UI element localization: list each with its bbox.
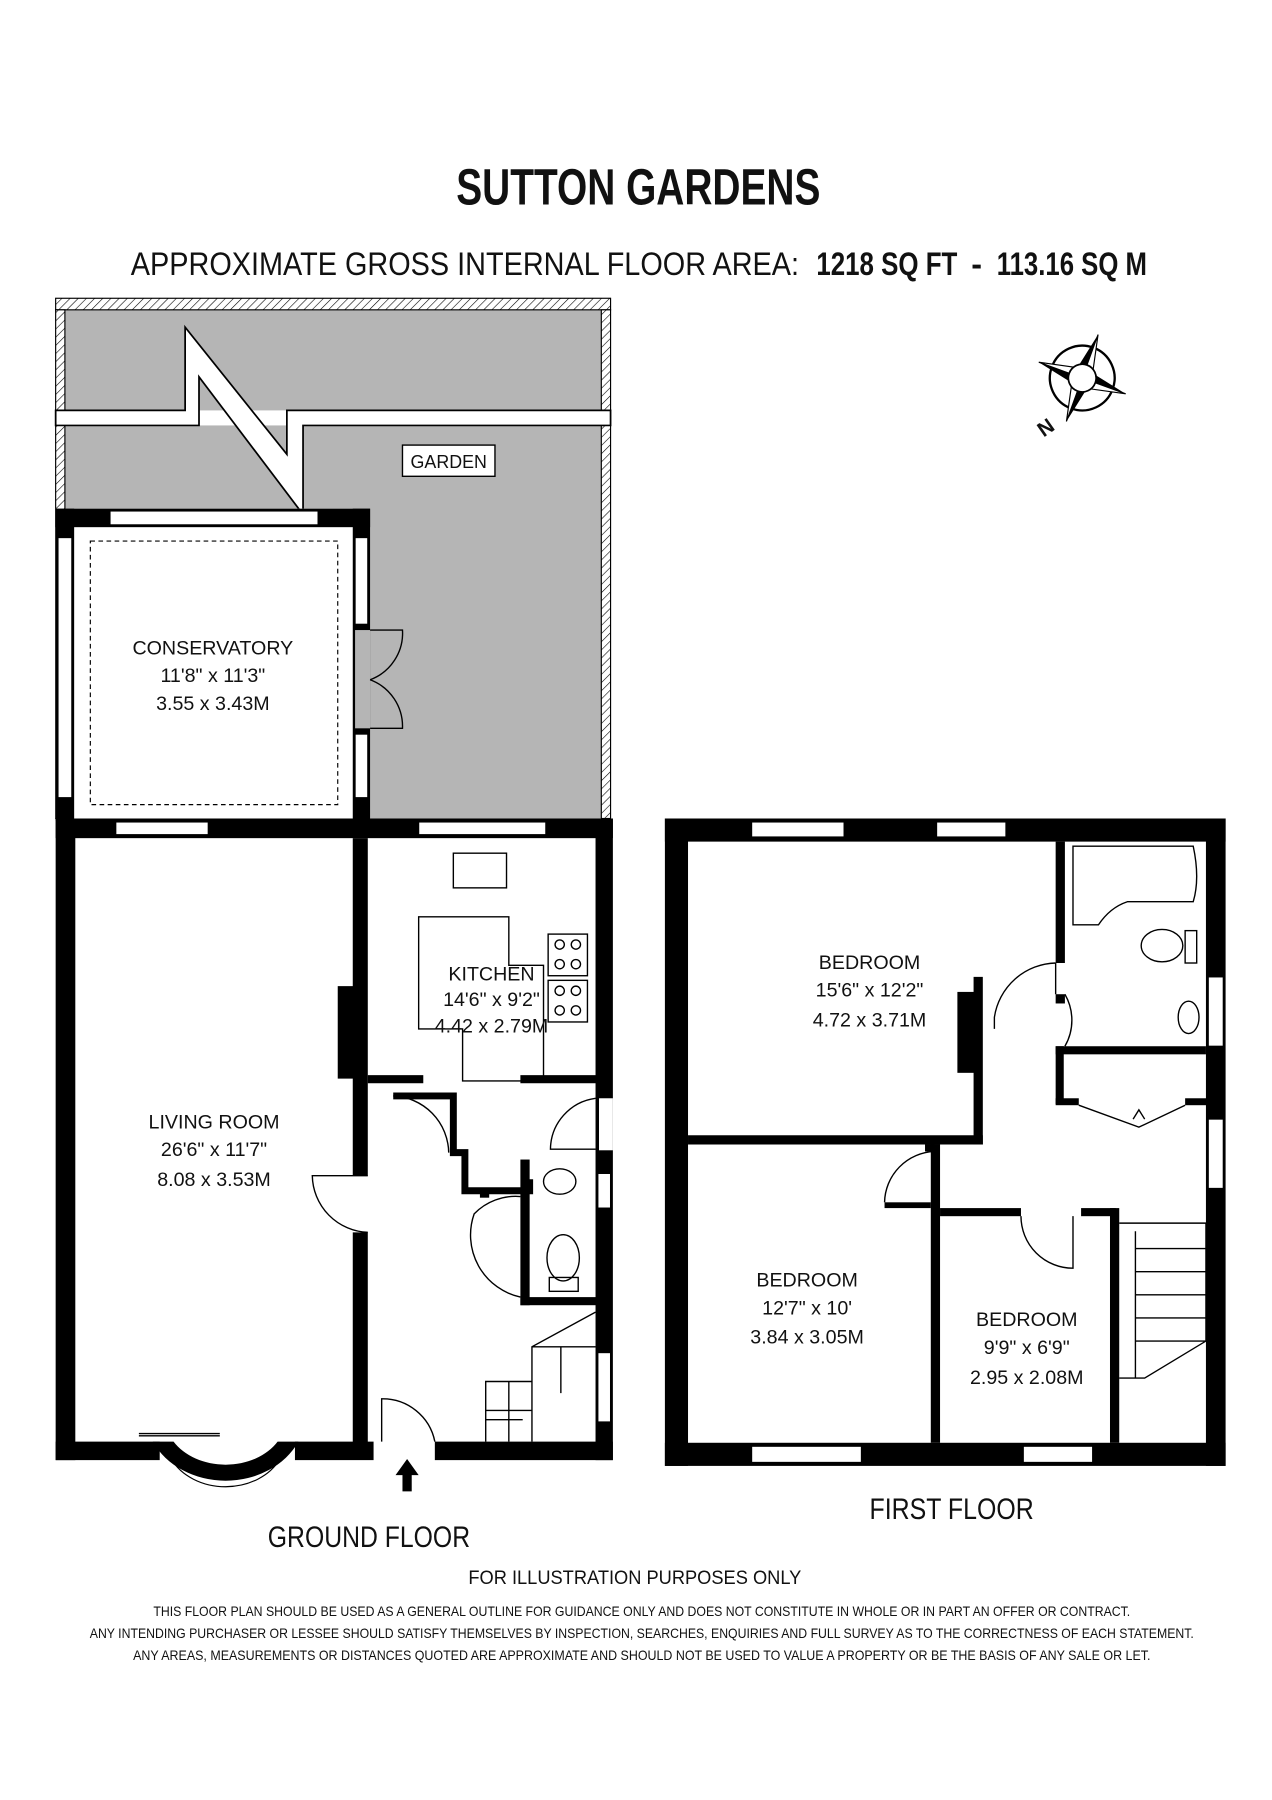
- disclaimer-line: ANY AREAS, MEASUREMENTS OR DISTANCES QUO…: [133, 1647, 1150, 1663]
- room-name: BEDROOM: [976, 1309, 1077, 1331]
- room-size-metric: 8.08 x 3.53M: [157, 1169, 271, 1191]
- first-floor-plan: [664, 818, 1226, 1466]
- floor-area-sqm: 113.16 SQ M: [997, 246, 1147, 282]
- floor-area: APPROXIMATE GROSS INTERNAL FLOOR AREA: 1…: [131, 246, 1147, 282]
- room-size-imperial: 11'8" x 11'3": [160, 665, 265, 687]
- floor-area-label: APPROXIMATE GROSS INTERNAL FLOOR AREA:: [131, 246, 799, 282]
- room-kitchen: KITCHEN 14'6" x 9'2" 4.42 x 2.79M: [435, 963, 549, 1037]
- room-size-imperial: 14'6" x 9'2": [443, 989, 540, 1011]
- sink-icon: [452, 852, 508, 889]
- floor-area-sqft: 1218 SQ FT: [816, 246, 957, 282]
- door-swing-icon: [1020, 1216, 1074, 1269]
- hob-icon: [547, 933, 589, 977]
- ground-floor-fixtures: [138, 852, 596, 1442]
- door-swing-icon: [393, 1095, 450, 1153]
- door-swing-icon: [993, 962, 1057, 1029]
- cupboard-door-icon: [1078, 1104, 1186, 1128]
- disclaimer-line: THIS FLOOR PLAN SHOULD BE USED AS A GENE…: [153, 1603, 1130, 1619]
- room-name: CONSERVATORY: [132, 637, 293, 659]
- room-name: BEDROOM: [756, 1270, 857, 1292]
- room-size-metric: 3.84 x 3.05M: [750, 1326, 864, 1348]
- first-floor-label: FIRST FLOOR: [870, 1493, 1034, 1526]
- disclaimer-line: ANY INTENDING PURCHASER OR LESSEE SHOULD…: [90, 1625, 1194, 1641]
- room-size-imperial: 26'6" x 11'7": [161, 1139, 267, 1161]
- door-swing-icon: [1064, 993, 1073, 1047]
- compass-north-label: N: [1033, 414, 1059, 441]
- room-living-room: LIVING ROOM 26'6" x 11'7" 8.08 x 3.53M: [149, 1111, 280, 1191]
- toilet-icon: [546, 1233, 581, 1282]
- compass-icon: [1038, 334, 1126, 422]
- entrance-arrow-icon: [395, 1458, 419, 1492]
- room-size-imperial: 9'9" x 6'9": [984, 1337, 1070, 1359]
- room-name: LIVING ROOM: [149, 1111, 280, 1133]
- room-size-metric: 4.72 x 3.71M: [813, 1010, 927, 1032]
- french-door-icon: [369, 629, 404, 730]
- basin-icon: [1177, 1000, 1200, 1035]
- ground-floor-label: GROUND FLOOR: [268, 1521, 470, 1554]
- room-size-imperial: 15'6" x 12'2": [816, 980, 924, 1002]
- door-swing-icon: [311, 1175, 368, 1234]
- door-swing-icon: [469, 1195, 521, 1298]
- ground-floor-plan: [55, 818, 613, 1488]
- bath-icon: [1072, 845, 1198, 926]
- hob-icon: [547, 979, 589, 1023]
- toilet-icon: [1140, 928, 1184, 963]
- garden-label: GARDEN: [411, 451, 487, 472]
- garden-label-box: [401, 444, 496, 477]
- garden-break-line: [54, 324, 612, 518]
- floor-area-separator: -: [971, 246, 982, 282]
- room-name: KITCHEN: [448, 963, 534, 985]
- room-bedroom-2: BEDROOM 12'7" x 10' 3.84 x 3.05M: [750, 1270, 864, 1349]
- room-size-imperial: 12'7" x 10': [762, 1297, 852, 1319]
- room-bedroom-1: BEDROOM 15'6" x 12'2" 4.72 x 3.71M: [813, 952, 927, 1032]
- room-size-metric: 2.95 x 2.08M: [970, 1367, 1084, 1389]
- wc-basin-icon: [542, 1168, 577, 1195]
- door-swing-icon: [549, 1097, 596, 1150]
- front-door-swing-icon: [380, 1398, 436, 1442]
- room-bedroom-3: BEDROOM 9'9" x 6'9" 2.95 x 2.08M: [970, 1309, 1084, 1389]
- illustration-notice: FOR ILLUSTRATION PURPOSES ONLY: [468, 1567, 801, 1589]
- plan-title: SUTTON GARDENS: [456, 159, 820, 216]
- room-size-metric: 3.55 x 3.43M: [156, 693, 270, 715]
- room-size-metric: 4.42 x 2.79M: [435, 1015, 549, 1037]
- bay-window: [152, 1441, 299, 1481]
- staircase-icon: [1119, 1222, 1207, 1379]
- door-swing-icon: [883, 1150, 935, 1203]
- room-conservatory: CONSERVATORY 11'8" x 11'3" 3.55 x 3.43M: [132, 637, 293, 714]
- staircase-icon: [485, 1311, 596, 1442]
- conservatory: [55, 508, 404, 821]
- first-floor-fixtures: [883, 845, 1207, 1379]
- room-name: BEDROOM: [819, 952, 920, 974]
